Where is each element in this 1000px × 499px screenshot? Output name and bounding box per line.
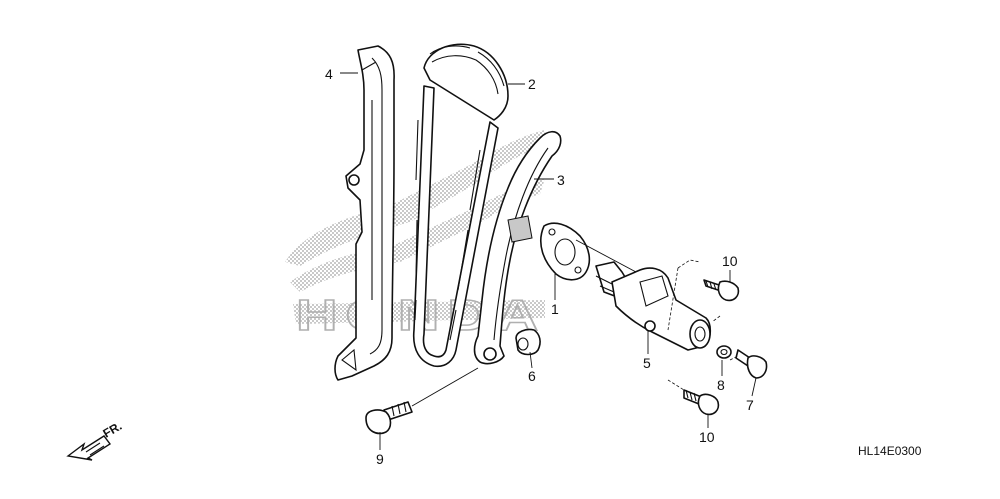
- callout-part-6: 6: [528, 368, 536, 384]
- diagram-code: HL14E0300: [858, 444, 922, 458]
- tensioner-gasket: [540, 222, 591, 281]
- sealing-washer: [716, 345, 732, 359]
- callout-part-5: 5: [643, 355, 651, 371]
- callout-part-3: 3: [557, 172, 565, 188]
- leader-lines: [340, 72, 757, 450]
- front-direction-indicator: FR.: [66, 419, 124, 461]
- callout-part-7: 7: [746, 397, 754, 413]
- callout-part-1: 1: [551, 301, 559, 317]
- cam-chain-guide: [473, 130, 562, 365]
- callout-part-10-lower: 10: [699, 429, 715, 445]
- callout-part-4: 4: [325, 66, 333, 82]
- flange-bolt-upper: [703, 279, 740, 302]
- tensioner-plug-bolt: [735, 349, 768, 379]
- front-arrow-icon: [66, 435, 112, 461]
- flange-bolt-lower: [683, 389, 720, 416]
- callout-part-10-upper: 10: [722, 253, 738, 269]
- callout-part-2: 2: [528, 76, 536, 92]
- guide-pivot-bolt: [365, 401, 413, 435]
- tensioner-lifter: [595, 261, 712, 351]
- callout-part-9: 9: [376, 451, 384, 467]
- assembly-lines: [667, 259, 739, 391]
- guide-collar: [515, 328, 541, 356]
- tensioner-slipper: [334, 45, 395, 381]
- callout-part-8: 8: [717, 377, 725, 393]
- cam-chain: [412, 43, 509, 368]
